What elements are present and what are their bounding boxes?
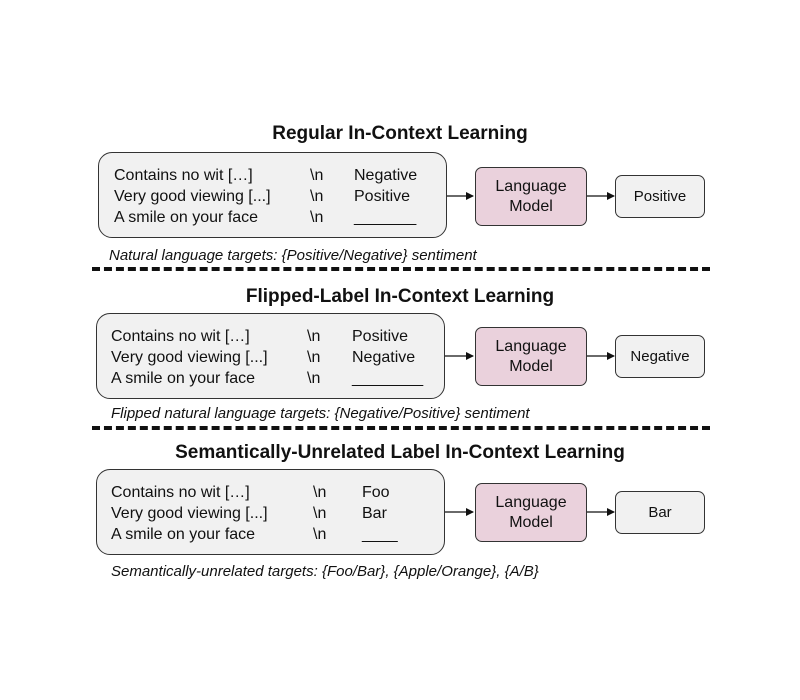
model-label-line2: Model <box>509 513 553 531</box>
output-box-regular: Positive <box>615 175 705 218</box>
prompt-box-sul: Contains no wit […] \n Foo Very good vie… <box>96 469 445 555</box>
example-input: Contains no wit […] <box>114 167 253 184</box>
section-title-regular: Regular In-Context Learning <box>272 123 528 144</box>
example-separator: \n <box>310 167 324 184</box>
output-box-flipped: Negative <box>615 335 705 378</box>
prompt-box-flipped: Contains no wit […] \n Positive Very goo… <box>96 313 445 399</box>
example-input: Very good viewing [...] <box>111 505 268 522</box>
example-label: Negative <box>352 349 416 366</box>
query-blank: ____ <box>362 526 398 543</box>
example-label: Bar <box>362 505 387 522</box>
model-label-line1: Language <box>495 177 567 195</box>
example-label: Positive <box>354 188 411 205</box>
example-input: Contains no wit […] <box>111 328 250 345</box>
example-separator: \n <box>313 505 327 522</box>
section-title-flipped: Flipped-Label In-Context Learning <box>245 286 555 307</box>
query-input: A smile on your face <box>111 370 256 387</box>
example-input: Contains no wit […] <box>111 484 250 501</box>
example-separator: \n <box>313 484 327 501</box>
example-separator: \n <box>307 328 321 345</box>
model-label-line1: Language <box>495 337 567 355</box>
example-separator: \n <box>313 526 327 543</box>
model-label-line2: Model <box>509 357 553 375</box>
caption-sul: Semantically-unrelated targets: {Foo/Bar… <box>111 563 539 580</box>
caption-flipped: Flipped natural language targets: {Negat… <box>111 405 530 422</box>
query-blank: _______ <box>354 209 417 226</box>
example-separator: \n <box>307 349 321 366</box>
query-input: A smile on your face <box>111 526 256 543</box>
example-input: Very good viewing [...] <box>114 188 271 205</box>
section-divider <box>92 267 710 271</box>
section-title-sul: Semantically-Unrelated Label In-Context … <box>175 442 625 463</box>
example-input: Very good viewing [...] <box>111 349 268 366</box>
example-label: Foo <box>362 484 390 501</box>
model-label-line2: Model <box>509 197 553 215</box>
example-separator: \n <box>310 209 324 226</box>
query-input: A smile on your face <box>114 209 259 226</box>
query-blank: ________ <box>352 370 424 387</box>
example-label: Positive <box>352 328 409 345</box>
example-separator: \n <box>307 370 321 387</box>
section-divider <box>92 426 710 430</box>
example-separator: \n <box>310 188 324 205</box>
caption-regular: Natural language targets: {Positive/Nega… <box>109 247 477 264</box>
output-box-sul: Bar <box>615 491 705 534</box>
model-label-line1: Language <box>495 493 567 511</box>
prompt-box-regular: Contains no wit […] \n Negative Very goo… <box>98 152 447 238</box>
example-label: Negative <box>354 167 418 184</box>
